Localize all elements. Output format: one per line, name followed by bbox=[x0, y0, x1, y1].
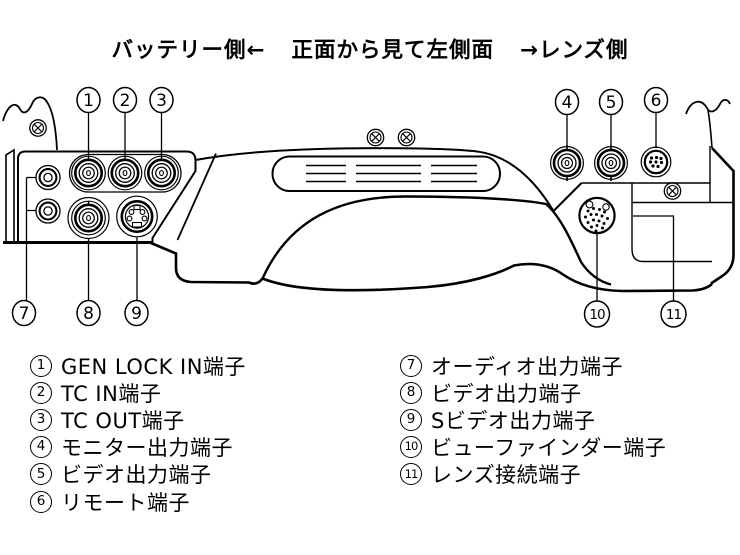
body-rear-slope-edge bbox=[176, 153, 217, 241]
video-out-bnc-icon bbox=[593, 143, 629, 183]
callout-1: 1 bbox=[76, 86, 101, 114]
legend-num-9: 9 bbox=[400, 408, 422, 431]
legend-label-8: ビデオ出力端子 bbox=[431, 381, 582, 406]
legend-label-5: ビデオ出力端子 bbox=[61, 463, 212, 488]
strap-left-icon bbox=[2, 96, 58, 151]
svg-text:11: 11 bbox=[666, 307, 682, 323]
viewfinder-panel-edge bbox=[552, 182, 583, 212]
callout-bubbles: 1 2 3 4 5 6 7 8 9 10 11 bbox=[11, 86, 687, 328]
screw-icon bbox=[663, 182, 682, 200]
strap-right-icon bbox=[685, 98, 731, 115]
legend-item-11: 11 レンズ接続端子 bbox=[400, 461, 720, 488]
callout-3: 3 bbox=[149, 86, 174, 114]
callout-10: 10 bbox=[583, 300, 611, 328]
lens-block-seams bbox=[581, 146, 733, 263]
callout-4: 4 bbox=[554, 88, 580, 116]
screw-icon bbox=[29, 119, 47, 137]
legend-right-column: 7 オーディオ出力端子 8 ビデオ出力端子 9 Sビデオ出力端子 10 ビューファインダ… bbox=[400, 352, 720, 515]
legend-label-4: モニター出力端子 bbox=[61, 436, 233, 461]
callout-8: 8 bbox=[76, 299, 101, 327]
legend-label-3: TC OUT端子 bbox=[61, 408, 185, 433]
legend-num-7: 7 bbox=[400, 354, 422, 377]
legend-item-9: 9 Sビデオ出力端子 bbox=[400, 406, 720, 433]
screw-icon bbox=[397, 128, 416, 147]
title-battery-side: バッテリー側← bbox=[111, 38, 266, 63]
svg-text:10: 10 bbox=[589, 307, 605, 323]
legend-item-6: 6 リモート端子 bbox=[30, 488, 380, 515]
legend-num-8: 8 bbox=[400, 381, 422, 404]
callout-2: 2 bbox=[112, 86, 138, 114]
legend-num-1: 1 bbox=[30, 354, 52, 377]
callout-11: 11 bbox=[660, 300, 687, 328]
legend: 1 GEN LOCK IN端子 2 TC IN端子 3 TC OUT端子 4 モニター出… bbox=[30, 352, 720, 515]
body-dome-seam bbox=[261, 195, 612, 286]
legend-item-10: 10 ビューファインダー端子 bbox=[400, 434, 720, 461]
diagram-title: バッテリー側← 正面から見て左側面 →レンズ側 bbox=[0, 33, 740, 64]
svg-text:4: 4 bbox=[562, 93, 573, 113]
legend-left-column: 1 GEN LOCK IN端子 2 TC IN端子 3 TC OUT端子 4 モニター出… bbox=[30, 352, 380, 515]
svg-text:7: 7 bbox=[19, 304, 30, 324]
leader-11 bbox=[633, 215, 675, 302]
screw-icon bbox=[366, 128, 385, 147]
legend-num-11: 11 bbox=[400, 463, 422, 486]
legend-label-9: Sビデオ出力端子 bbox=[431, 408, 596, 433]
legend-label-2: TC IN端子 bbox=[61, 381, 162, 406]
callout-leader-lines bbox=[25, 112, 675, 302]
svg-text:1: 1 bbox=[83, 91, 94, 111]
body-bottom-contour bbox=[150, 241, 713, 293]
lens-block-outline bbox=[710, 147, 735, 285]
s-video-connector-icon bbox=[116, 195, 158, 238]
remote-connector-icon bbox=[640, 146, 672, 178]
svg-text:3: 3 bbox=[156, 91, 167, 111]
body-top-edge bbox=[195, 147, 555, 212]
svg-text:8: 8 bbox=[83, 304, 94, 324]
legend-num-2: 2 bbox=[30, 381, 52, 404]
svg-text:6: 6 bbox=[651, 91, 662, 111]
legend-label-7: オーディオ出力端子 bbox=[431, 354, 624, 379]
title-center: 正面から見て左側面 bbox=[291, 38, 494, 63]
lens-side-assembly bbox=[549, 98, 735, 285]
legend-label-11: レンズ接続端子 bbox=[431, 463, 582, 488]
legend-label-10: ビューファインダー端子 bbox=[431, 436, 667, 461]
strap-right-stem bbox=[707, 109, 713, 149]
panel-edge-strip bbox=[5, 148, 15, 242]
left-connector-panel bbox=[2, 96, 197, 244]
legend-item-2: 2 TC IN端子 bbox=[30, 379, 380, 406]
vent-grille-slots bbox=[306, 164, 477, 183]
camera-left-side-diagram: 1 2 3 4 5 6 7 8 9 10 11 bbox=[2, 86, 735, 328]
monitor-out-bnc-icon bbox=[549, 143, 585, 183]
legend-num-10: 10 bbox=[400, 436, 422, 459]
legend-label-1: GEN LOCK IN端子 bbox=[61, 354, 246, 379]
callout-7: 7 bbox=[11, 299, 37, 327]
legend-item-8: 8 ビデオ出力端子 bbox=[400, 379, 720, 406]
legend-item-7: 7 オーディオ出力端子 bbox=[400, 352, 720, 379]
legend-item-1: 1 GEN LOCK IN端子 bbox=[30, 352, 380, 379]
legend-num-6: 6 bbox=[30, 490, 52, 513]
svg-text:5: 5 bbox=[606, 93, 617, 113]
legend-item-3: 3 TC OUT端子 bbox=[30, 406, 380, 433]
camera-body bbox=[150, 128, 713, 293]
legend-item-4: 4 モニター出力端子 bbox=[30, 434, 380, 461]
svg-text:9: 9 bbox=[131, 304, 142, 324]
legend-num-4: 4 bbox=[30, 436, 52, 459]
legend-item-5: 5 ビデオ出力端子 bbox=[30, 461, 380, 488]
leader-7 bbox=[25, 176, 36, 301]
legend-label-6: リモート端子 bbox=[61, 490, 190, 515]
legend-num-3: 3 bbox=[30, 408, 52, 431]
title-lens-side: →レンズ側 bbox=[519, 38, 629, 63]
callout-5: 5 bbox=[598, 88, 624, 116]
video-out-recess bbox=[67, 196, 110, 240]
legend-num-5: 5 bbox=[30, 463, 52, 486]
svg-text:2: 2 bbox=[120, 91, 131, 111]
callout-6: 6 bbox=[643, 86, 669, 114]
viewfinder-connector-icon bbox=[578, 196, 616, 235]
callout-9: 9 bbox=[124, 299, 149, 327]
